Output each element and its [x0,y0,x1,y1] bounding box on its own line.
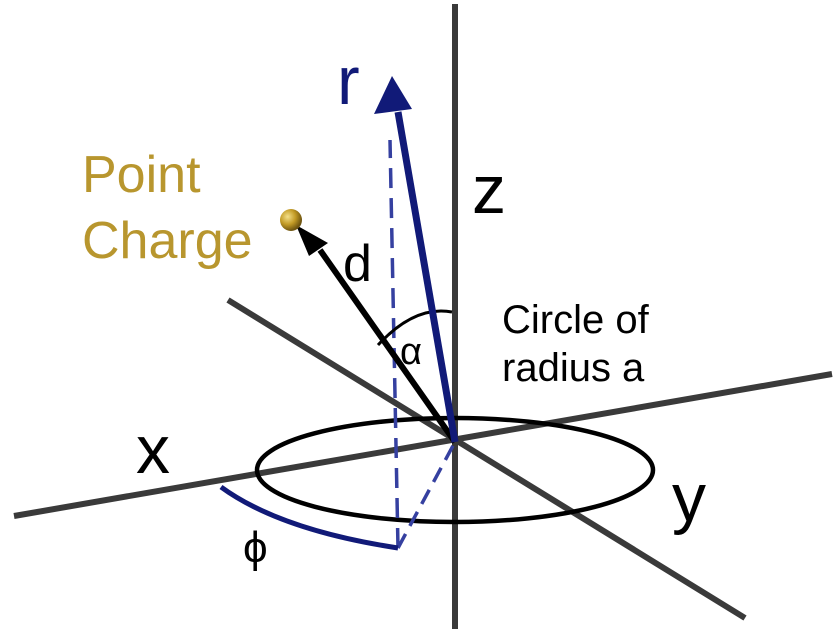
d-vector [317,248,458,444]
point-charge-sphere [280,209,302,231]
d-vector-arrowhead [296,225,328,256]
circle-label-line1: Circle of [502,298,650,342]
point-charge-label-line1: Point [82,146,201,204]
circle-of-radius-a [254,415,656,525]
dashed-horizontal-projection [396,441,457,549]
dashed-vertical-projection [388,139,400,549]
phi-label: ϕ [243,523,268,572]
d-label: d [343,235,372,293]
r-label: r [337,43,360,119]
z-label: z [472,152,506,228]
r-vector-arrowhead [374,76,412,114]
alpha-label: α [400,331,422,373]
circle-label-line2: radius a [502,346,645,390]
phi-arc [219,484,399,551]
r-vector [394,111,459,443]
alpha-arc [376,309,453,347]
y-label: y [672,460,706,536]
x-axis [13,371,833,519]
y-axis [226,297,747,621]
x-label: x [136,412,170,488]
point-charge-label-line2: Charge [82,212,253,270]
